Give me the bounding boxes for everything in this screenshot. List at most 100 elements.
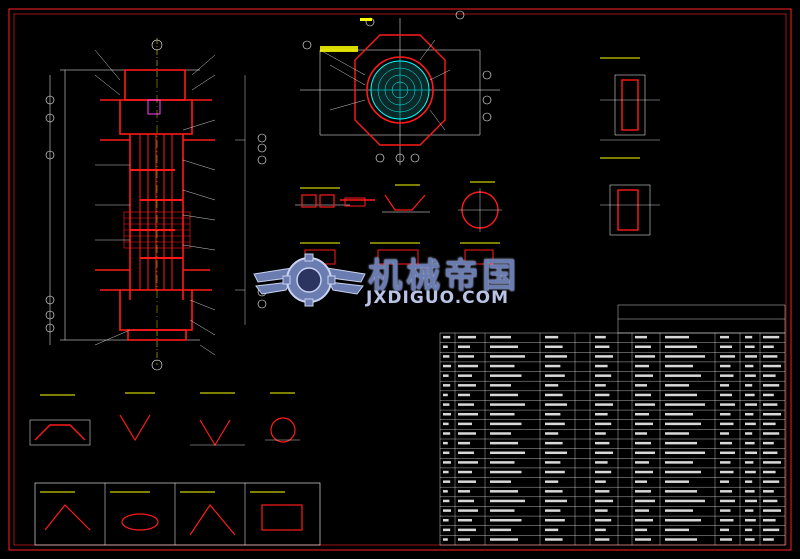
table-cell-text-mark [720, 345, 732, 349]
table-cell-text-mark [665, 480, 689, 483]
table-cell-text-mark [458, 384, 476, 387]
table-cell-text-mark [745, 518, 756, 522]
table-cell-text-mark [763, 412, 781, 416]
table-cell-text-mark [443, 470, 449, 474]
table-cell-text-mark [665, 374, 701, 377]
table-cell-text-mark [595, 422, 612, 426]
table-cell-text-mark [458, 538, 470, 541]
table-cell-text-mark [443, 441, 448, 445]
table-cell-text-mark [545, 345, 563, 349]
table-cell-text-mark [595, 403, 613, 406]
drawing-border [8, 8, 792, 551]
table-cell-text-mark [635, 441, 651, 445]
table-cell-text-mark [720, 528, 729, 532]
table-cell-text-mark [490, 528, 511, 532]
table-cell-text-mark [490, 393, 518, 397]
table-cell-text-mark [545, 335, 559, 339]
table-cell-text-mark [720, 384, 729, 387]
table-cell-text-mark [745, 451, 757, 455]
table-cell-text-mark [635, 384, 647, 387]
table-cell-text-mark [443, 374, 449, 377]
table-cell-text-mark [745, 441, 755, 445]
table-cell-text-mark [635, 470, 653, 474]
table-cell-text-mark [720, 403, 735, 406]
table-cell-text-mark [458, 335, 476, 339]
table-cell-text-mark [595, 518, 612, 522]
table-cell-text-mark [745, 432, 753, 435]
table-cell-text-mark [763, 461, 781, 464]
section-aa-plan-view [300, 10, 500, 165]
table-cell-text-mark [745, 374, 756, 377]
table-cell-text-mark [665, 499, 705, 503]
table-cell-text-mark [490, 490, 518, 493]
table-cell-text-mark [458, 345, 470, 349]
table-cell-text-mark [458, 499, 474, 503]
table-cell-text-mark [443, 480, 451, 483]
table-cell-text-mark [665, 335, 689, 339]
table-cell-text-mark [458, 451, 474, 455]
table-cell-text-mark [763, 518, 776, 522]
table-cell-text-mark [745, 412, 754, 416]
table-cell-text-mark [745, 480, 753, 483]
table-cell-text-mark [458, 480, 476, 483]
table-cell-text-mark [745, 422, 756, 426]
watermark: 机械帝国 JXDIGUO.COM [252, 248, 552, 312]
table-cell-text-mark [595, 374, 612, 377]
table-cell-text-mark [763, 355, 778, 358]
table-cell-text-mark [458, 461, 478, 464]
table-cell-text-mark [720, 335, 729, 339]
table-cell-text-mark [545, 432, 559, 435]
table-cell-text-mark [545, 509, 561, 512]
table-cell-text-mark [490, 451, 525, 455]
table-cell-text-mark [635, 422, 653, 426]
table-cell-text-mark [665, 403, 705, 406]
parts-table-columns [454, 333, 761, 545]
table-cell-text-mark [595, 335, 606, 339]
table-cell-text-mark [458, 364, 478, 368]
table-cell-text-mark [665, 461, 693, 464]
table-cell-text-mark [763, 364, 781, 368]
watermark-chinese-text: 机械帝国 [368, 256, 520, 296]
table-cell-text-mark [595, 470, 612, 474]
table-cell-text-mark [745, 384, 753, 387]
table-cell-text-mark [635, 480, 647, 483]
table-cell-text-mark [745, 538, 755, 541]
weld-detail-views [29, 392, 321, 546]
table-cell-text-mark [490, 345, 518, 349]
table-cell-text-mark [763, 335, 780, 339]
table-cell-text-mark [595, 490, 610, 493]
table-cell-text-mark [545, 422, 565, 426]
table-cell-text-mark [545, 518, 565, 522]
table-cell-text-mark [763, 403, 778, 406]
table-cell-text-mark [763, 441, 774, 445]
table-cell-text-mark [458, 470, 472, 474]
table-cell-text-mark [635, 461, 649, 464]
table-cell-text-mark [665, 538, 697, 541]
table-cell-text-mark [595, 480, 606, 483]
table-cell-text-mark [443, 412, 451, 416]
table-cell-text-mark [458, 412, 478, 416]
table-cell-text-mark [595, 499, 613, 503]
table-cell-text-mark [490, 374, 522, 377]
table-cell-text-mark [665, 518, 701, 522]
table-cell-text-mark [443, 393, 448, 397]
table-cell-text-mark [745, 403, 757, 406]
table-cell-text-mark [545, 384, 559, 387]
table-cell-text-mark [545, 364, 561, 368]
table-cell-text-mark [745, 345, 755, 349]
table-cell-text-mark [745, 528, 753, 532]
table-cell-text-mark [545, 412, 561, 416]
table-cell-text-mark [595, 441, 610, 445]
parts-table-rows [440, 342, 785, 536]
table-cell-text-mark [720, 451, 735, 455]
table-cell-text-mark [490, 335, 511, 339]
table-cell-text-mark [720, 355, 735, 358]
table-cell-text-mark [545, 393, 563, 397]
table-cell-text-mark [720, 509, 731, 512]
watermark-domain-text: JXDIGUO.COM [366, 288, 510, 308]
table-cell-text-mark [635, 364, 649, 368]
table-cell-text-mark [545, 451, 567, 455]
table-cell-text-mark [763, 499, 778, 503]
table-cell-text-mark [745, 490, 755, 493]
